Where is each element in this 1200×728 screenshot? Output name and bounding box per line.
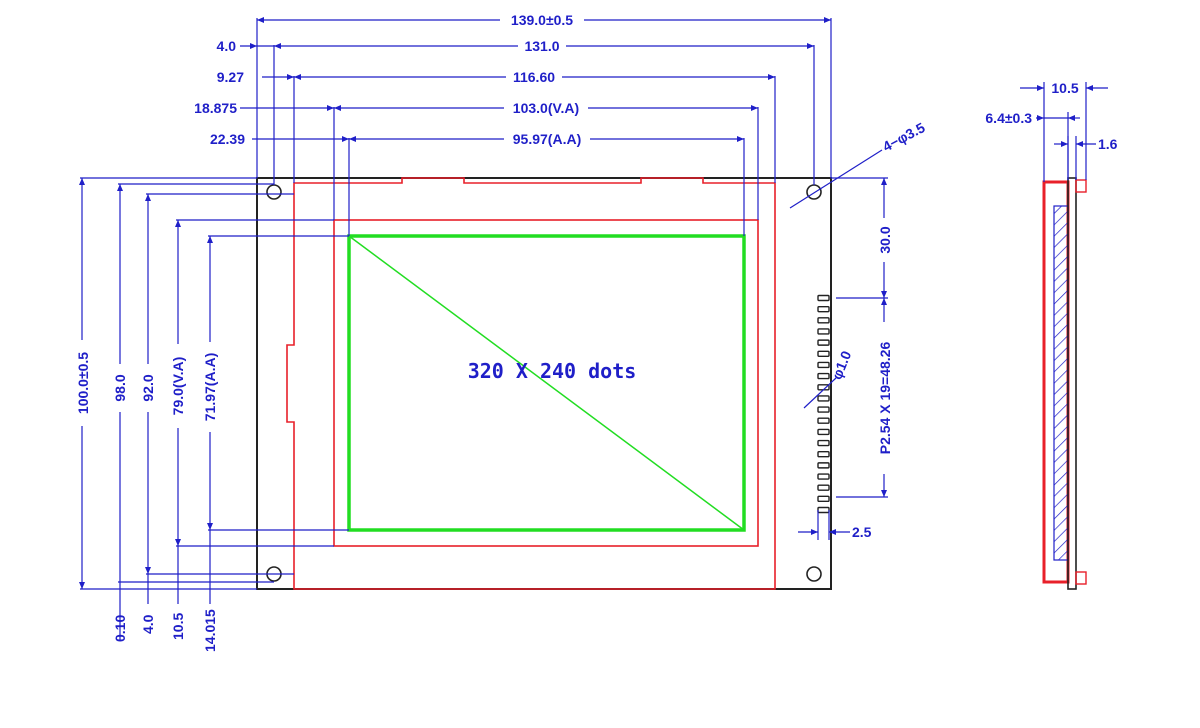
dim-overall-width: 139.0±0.5 [511, 12, 573, 28]
dim-pin-edge: 2.5 [852, 524, 872, 540]
dim-connector-top: 30.0 [877, 226, 893, 253]
top-dimension-labels: 139.0±0.5 4.0 131.0 9.27 116.60 18.875 1… [194, 12, 928, 155]
dim-bottom-4-0: 4.0 [140, 614, 156, 634]
connector-pin [817, 484, 830, 491]
connector-pin [817, 294, 830, 302]
connector-pin [817, 328, 830, 335]
dim-va-width: 103.0(V.A) [513, 100, 579, 116]
bottom-dimension-labels: 0.10 4.0 10.5 14.015 [112, 609, 218, 652]
dim-bottom-10-5: 10.5 [170, 613, 186, 640]
connector-pin [817, 495, 830, 503]
dim-bezel-offset-x: 9.27 [217, 69, 244, 85]
dim-hole-pitch-x: 131.0 [524, 38, 559, 54]
right-dimension-labels: 30.0 P2.54 X 19=48.26 φ1.0 2.5 [828, 226, 893, 540]
bezel-outline [286, 177, 776, 590]
connector-pin [817, 339, 830, 346]
dim-bezel-width: 116.60 [513, 69, 555, 85]
connector-pin [817, 395, 830, 402]
side-glass [1053, 205, 1069, 561]
side-dimension-lines [1020, 82, 1108, 182]
side-view [1042, 177, 1087, 590]
connector-pin [817, 439, 830, 447]
dim-aa-height: 71.97(A.A) [202, 353, 218, 421]
left-dimension-lines [79, 177, 349, 640]
dim-side-overall: 10.5 [1051, 80, 1078, 96]
hole-bottom-right [806, 566, 822, 582]
active-area [347, 234, 746, 532]
dim-aa-offset-x: 22.39 [210, 131, 245, 147]
connector-pin [817, 451, 830, 458]
connector-pin [817, 473, 830, 480]
connector-pin [817, 406, 830, 413]
connector-pin [817, 350, 830, 357]
connector-pin [817, 305, 830, 313]
right-dimension-lines [798, 177, 888, 540]
dim-pin-spec: P2.54 X 19=48.26 [877, 342, 893, 455]
viewing-area-outline [333, 219, 759, 547]
dim-side-pcb: 1.6 [1098, 136, 1118, 152]
dim-hole-offset-x: 4.0 [217, 38, 237, 54]
connector-pin [817, 372, 830, 380]
dim-pin-hole: φ1.0 [828, 348, 854, 382]
connector-pin [817, 506, 830, 514]
side-tab-bottom [1075, 571, 1087, 585]
hole-top-left [266, 184, 282, 200]
connector-pin [817, 428, 830, 436]
connector-pin [817, 317, 830, 324]
connector-pin [817, 361, 830, 369]
dim-hole-note: 4−φ3.5 [880, 119, 928, 155]
side-tab-top [1075, 179, 1087, 193]
dim-aa-width: 95.97(A.A) [513, 131, 581, 147]
resolution-label: 320 X 240 dots [468, 359, 637, 383]
dim-side-module: 6.4±0.3 [985, 110, 1032, 126]
top-dimension-lines [240, 17, 883, 236]
connector-pin [817, 462, 830, 469]
connector-pins [817, 294, 830, 514]
dim-bottom-0-10: 0.10 [112, 615, 128, 642]
dim-va-height: 79.0(V.A) [170, 357, 186, 416]
dim-bezel-height: 92.0 [140, 374, 156, 401]
dim-va-offset-x: 18.875 [194, 100, 237, 116]
dim-overall-height: 100.0±0.5 [75, 352, 91, 414]
dim-hole-pitch-y: 98.0 [112, 374, 128, 401]
left-dimension-labels: 100.0±0.5 98.0 92.0 79.0(V.A) 71.97(A.A) [75, 352, 218, 422]
dim-bottom-14-015: 14.015 [202, 609, 218, 652]
hole-top-right [806, 184, 822, 200]
side-dimension-labels: 10.5 6.4±0.3 1.6 [985, 80, 1117, 152]
side-pcb [1067, 177, 1077, 590]
connector-pin [817, 417, 830, 424]
